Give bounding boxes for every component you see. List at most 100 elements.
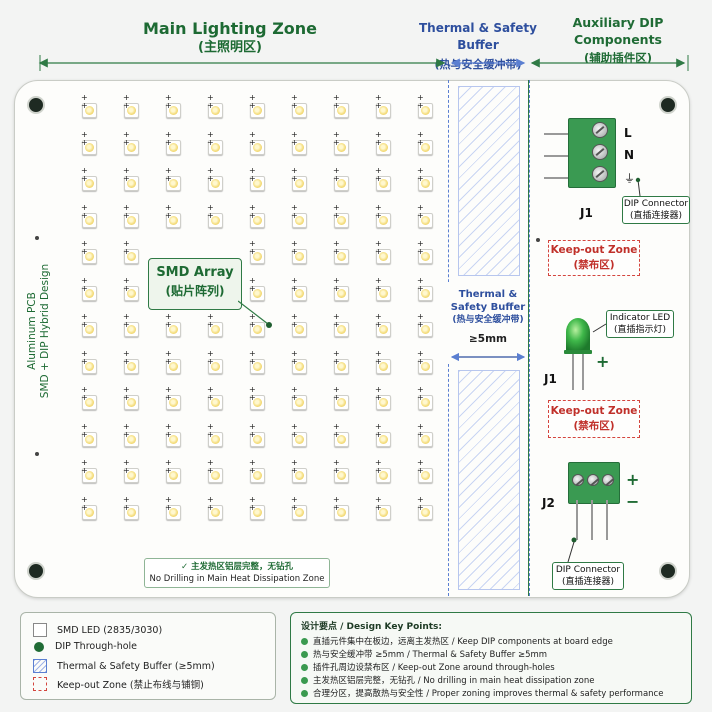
polarity-mark: + + bbox=[417, 239, 424, 256]
smd-led bbox=[166, 103, 181, 118]
smd-led bbox=[250, 431, 265, 447]
polarity-mark: + + bbox=[249, 202, 256, 220]
smd-led bbox=[250, 504, 265, 520]
smd-led bbox=[208, 103, 223, 118]
polarity-mark: + + bbox=[165, 494, 172, 512]
key-point-5-text: 合理分区，提高散热与安全性 / Proper zoning improves t… bbox=[313, 689, 664, 699]
j1-screw-1 bbox=[592, 122, 608, 138]
key-point-3-text: 插件孔周边设禁布区 / Keep-out Zone around through… bbox=[313, 663, 555, 673]
smd-led bbox=[292, 468, 307, 483]
smd-led bbox=[124, 212, 139, 228]
polarity-mark: + + bbox=[249, 348, 256, 366]
key-point-3: 插件孔周边设禁布区 / Keep-out Zone around through… bbox=[301, 661, 555, 673]
check-icon: ✓ bbox=[180, 562, 189, 572]
j1-pins bbox=[544, 133, 568, 179]
design-key-points: 设计要点 / Design Key Points: 直插元件集中在板边，远离主发… bbox=[290, 612, 692, 704]
polarity-mark: + + bbox=[291, 312, 298, 329]
smd-led bbox=[124, 285, 139, 301]
smd-led bbox=[292, 322, 307, 337]
polarity-mark: + + bbox=[291, 129, 298, 147]
polarity-mark: + + bbox=[165, 348, 172, 366]
smd-led bbox=[376, 431, 391, 447]
led-plus-label: + bbox=[596, 352, 610, 371]
polarity-mark: + + bbox=[249, 312, 256, 329]
legend-keepout-label: Keep-out Zone (禁止布线与铺铜) bbox=[57, 680, 204, 691]
check-icon bbox=[301, 650, 308, 658]
smd-led bbox=[124, 395, 139, 410]
polarity-mark: + + bbox=[291, 93, 298, 110]
polarity-mark: + + bbox=[375, 202, 382, 220]
smd-led bbox=[208, 431, 223, 447]
smd-led bbox=[376, 468, 391, 483]
polarity-mark: + + bbox=[249, 275, 256, 293]
mounting-hole-bottom-right bbox=[659, 562, 677, 580]
polarity-mark: + + bbox=[207, 385, 214, 402]
polarity-mark: + + bbox=[375, 239, 382, 256]
polarity-mark: + + bbox=[417, 458, 424, 475]
j2-pins bbox=[576, 500, 608, 540]
polarity-mark: + + bbox=[249, 129, 256, 147]
smd-led bbox=[292, 139, 307, 155]
smd-led bbox=[124, 103, 139, 118]
polarity-mark: + + bbox=[375, 348, 382, 366]
polarity-mark: + + bbox=[417, 93, 424, 110]
smd-led bbox=[376, 103, 391, 118]
j2-plus-label: + bbox=[626, 470, 640, 489]
smd-led bbox=[166, 358, 181, 374]
no-drill-note-line2: No Drilling in Main Heat Dissipation Zon… bbox=[149, 574, 325, 584]
polarity-mark: + + bbox=[291, 275, 298, 293]
polarity-mark: + + bbox=[249, 494, 256, 512]
smd-callout-line1: SMD Array bbox=[156, 265, 234, 280]
keepout-swatch bbox=[33, 677, 47, 691]
zone-dimension-arrows bbox=[38, 55, 689, 71]
polarity-mark: + + bbox=[291, 239, 298, 256]
smd-led-swatch bbox=[33, 623, 47, 637]
smd-led bbox=[418, 212, 433, 228]
polarity-mark: + + bbox=[165, 458, 172, 475]
legend-row-smd: SMD LED (2835/3030) bbox=[33, 623, 162, 637]
smd-led bbox=[334, 176, 349, 191]
j1-label-line1: DIP Connector bbox=[623, 199, 689, 209]
smd-led bbox=[334, 322, 349, 337]
j1-connector-label: DIP Connector (直插连接器) bbox=[622, 196, 690, 224]
polarity-mark: + + bbox=[417, 312, 424, 329]
smd-led bbox=[376, 176, 391, 191]
smd-led bbox=[292, 176, 307, 191]
polarity-mark: + + bbox=[165, 93, 172, 110]
smd-led bbox=[292, 504, 307, 520]
legend-row-buffer: Thermal & Safety Buffer (≥5mm) bbox=[33, 659, 215, 673]
smd-led bbox=[82, 212, 97, 228]
smd-led bbox=[418, 504, 433, 520]
smd-led bbox=[418, 103, 433, 118]
j2-label-line1: DIP Connector bbox=[555, 565, 621, 575]
smd-led bbox=[208, 395, 223, 410]
j2-label-leader bbox=[567, 537, 577, 563]
polarity-mark: + + bbox=[123, 494, 130, 512]
polarity-mark: + + bbox=[291, 494, 298, 512]
smd-led bbox=[82, 103, 97, 118]
polarity-mark: + + bbox=[123, 385, 130, 402]
smd-led bbox=[334, 468, 349, 483]
buffer-width-label: ≥5mm bbox=[469, 333, 507, 345]
polarity-mark: + + bbox=[417, 129, 424, 147]
smd-led bbox=[82, 285, 97, 301]
polarity-mark: + + bbox=[291, 421, 298, 439]
buffer-zone-title-text: Thermal & Safety Buffer bbox=[419, 21, 537, 52]
polarity-mark: + + bbox=[417, 166, 424, 183]
polarity-mark: + + bbox=[165, 202, 172, 220]
no-drill-note: ✓ 主发热区铝层完整，无钻孔 No Drilling in Main Heat … bbox=[144, 558, 330, 588]
polarity-mark: + + bbox=[165, 129, 172, 147]
polarity-mark: + + bbox=[291, 385, 298, 402]
smd-led bbox=[334, 285, 349, 301]
smd-led bbox=[418, 176, 433, 191]
polarity-mark: + + bbox=[81, 239, 88, 256]
polarity-mark: + + bbox=[375, 312, 382, 329]
smd-led bbox=[82, 358, 97, 374]
polarity-mark: + + bbox=[333, 421, 340, 439]
smd-led bbox=[82, 176, 97, 191]
small-via-left-1 bbox=[35, 236, 39, 240]
smd-led bbox=[418, 358, 433, 374]
smd-led bbox=[166, 212, 181, 228]
smd-led bbox=[292, 285, 307, 301]
led-label: Indicator LED (直插指示灯) bbox=[606, 310, 674, 338]
